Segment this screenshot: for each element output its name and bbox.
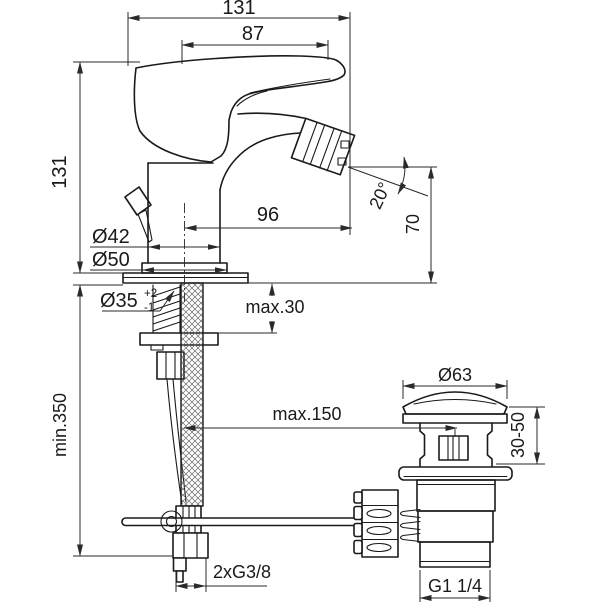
washer-tab	[150, 344, 164, 351]
dim-label-hole-tol-upper: +2	[144, 288, 157, 300]
waste-waist-right	[486, 422, 493, 468]
dim-label-handle-length: 87	[242, 23, 264, 45]
dim-spout-angle: 20°	[347, 156, 437, 212]
rod-loop	[160, 510, 183, 533]
dim-label-waste-thread: G1 1/4	[428, 576, 482, 596]
popup-rod	[121, 517, 363, 527]
dim-supply-thread: 2xG3/8	[175, 558, 271, 592]
dim-mounting-hole: Ø35 +2 -1	[100, 288, 175, 314]
dim-label-waste-deck-range: 30-50	[508, 412, 528, 458]
waste-lower-body	[417, 510, 494, 543]
dim-label-overall-width: 131	[222, 0, 255, 19]
waste-rod-knob	[438, 435, 469, 461]
dim-label-spout-angle: 20°	[365, 179, 395, 212]
g38-tube-tip	[175, 570, 184, 583]
mounting-nut	[156, 351, 185, 380]
waste-cap-flange	[402, 413, 508, 424]
dim-label-supply-thread: 2xG3/8	[213, 562, 271, 582]
dim-label-rod-max-length: max.150	[272, 404, 341, 424]
waste-tailpipe	[419, 541, 491, 568]
waste-cap-dome	[402, 391, 508, 415]
handle-lever	[133, 55, 346, 163]
mounting-washer	[139, 332, 219, 346]
aerator	[290, 117, 356, 176]
braided-supply-hose	[180, 282, 204, 507]
waste-lower-flange	[398, 466, 513, 481]
faucet-assembly	[121, 55, 363, 583]
dim-label-hose-min-length: min.350	[50, 393, 70, 457]
dim-label-outlet-height: 70	[403, 214, 423, 234]
dim-rod-max-length: max.150	[183, 404, 458, 437]
dim-handle-length: 87	[181, 23, 329, 64]
dim-outlet-height: 70	[403, 166, 434, 284]
aerator-tab-upper	[340, 140, 350, 149]
handle-neck-line	[236, 90, 268, 107]
dim-label-mounting-hole: Ø35	[100, 290, 138, 312]
second-hose-edge	[166, 378, 183, 505]
handle-crease-line	[249, 78, 331, 94]
coupling-fins	[399, 508, 421, 543]
dim-label-waste-cap-diameter: Ø63	[438, 365, 472, 385]
castellated-nut	[353, 489, 399, 558]
dim-label-body-diameter: Ø42	[92, 226, 130, 248]
dim-label-spout-reach: 96	[257, 204, 279, 226]
dim-label-height: 131	[49, 155, 71, 188]
hose-nut	[172, 532, 209, 559]
dim-label-base-diameter: Ø50	[92, 249, 130, 271]
dim-waste-thread: G1 1/4	[419, 570, 491, 602]
spout-top-edge	[237, 112, 307, 120]
dim-height-above-deck: 131	[49, 61, 140, 274]
dim-label-max-deck-thickness: max.30	[245, 297, 304, 317]
dim-waste-cap-diameter: Ø63	[402, 365, 508, 399]
dim-body-diameter: Ø42	[90, 226, 220, 250]
aerator-tab-lower	[337, 157, 347, 166]
dim-overall-width: 131	[127, 0, 351, 235]
waste-waist-left	[419, 422, 426, 468]
dim-spout-reach: 96	[184, 204, 353, 231]
popup-waste-assembly	[353, 391, 513, 568]
dim-waste-deck-range: 30-50	[496, 406, 545, 465]
dim-hose-min-length: min.350	[50, 284, 173, 557]
popup-knob	[124, 186, 153, 243]
g38-connector	[172, 557, 187, 572]
waste-cap-inner-arc	[413, 398, 497, 405]
dim-max-deck-thickness: max.30	[123, 282, 437, 334]
spout-underbelly-curve	[219, 132, 301, 191]
dim-base-diameter: Ø50	[90, 249, 227, 273]
dim-label-hole-tol-lower: -1	[144, 302, 154, 314]
